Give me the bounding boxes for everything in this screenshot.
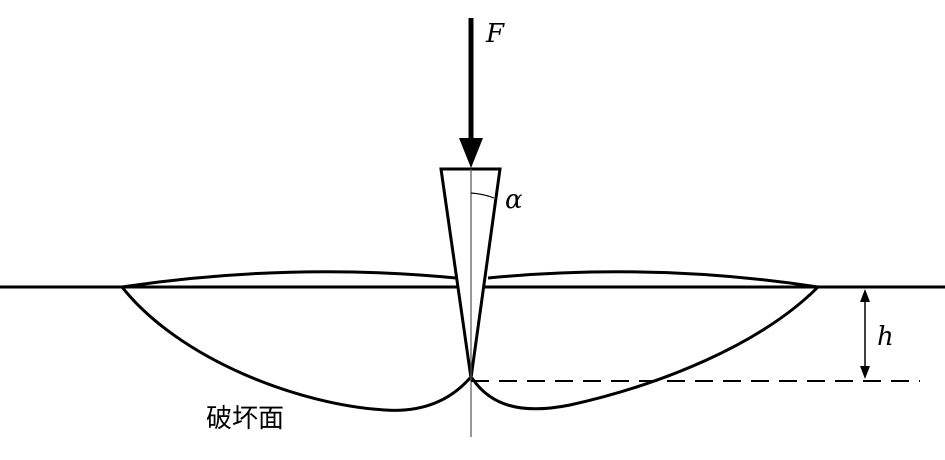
depth-arrow-head-top bbox=[860, 289, 870, 302]
depth-arrow-head-bottom bbox=[860, 366, 870, 379]
angle-label: α bbox=[505, 185, 523, 215]
failure-surface-right bbox=[470, 285, 820, 411]
heave-curve-right bbox=[487, 270, 819, 289]
force-arrow-head bbox=[459, 138, 483, 168]
force-label: F bbox=[485, 19, 505, 49]
angle-arc bbox=[470, 192, 495, 199]
depth-label: h bbox=[877, 322, 894, 352]
heave-curve-left bbox=[121, 270, 457, 289]
failure-surface-left bbox=[120, 286, 472, 412]
failure-surface-label: 破坏面 bbox=[206, 404, 284, 434]
